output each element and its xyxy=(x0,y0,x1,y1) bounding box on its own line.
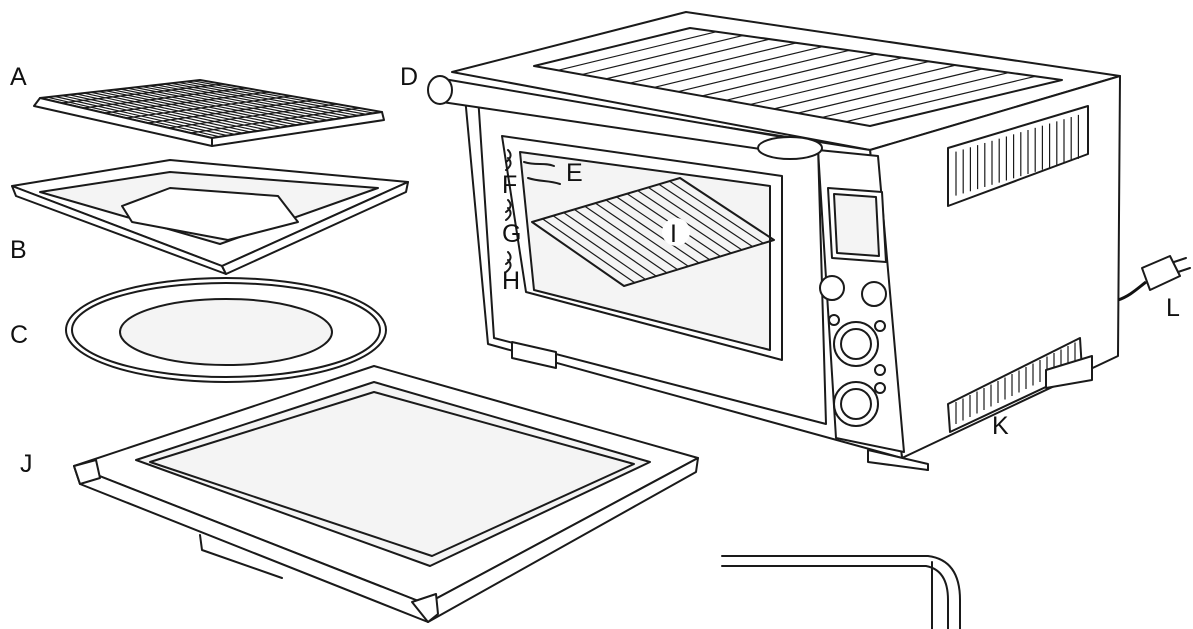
label-g: G xyxy=(502,220,521,248)
label-e: E xyxy=(566,159,583,187)
label-k: K xyxy=(992,412,1009,440)
label-j: J xyxy=(20,450,33,478)
partial-corner-view xyxy=(721,555,961,629)
crumb-tray xyxy=(73,365,699,623)
smart-oven xyxy=(427,11,1191,471)
label-h: H xyxy=(502,267,520,295)
label-d: D xyxy=(400,63,418,91)
label-l: L xyxy=(1166,294,1180,322)
pizza-pan xyxy=(65,277,387,383)
label-c: C xyxy=(10,321,28,349)
baking-pan xyxy=(11,159,409,275)
label-f: F xyxy=(502,171,517,199)
label-b: B xyxy=(10,236,27,264)
label-i: I xyxy=(670,220,677,248)
wire-rack xyxy=(33,79,385,147)
label-a: A xyxy=(10,63,27,91)
